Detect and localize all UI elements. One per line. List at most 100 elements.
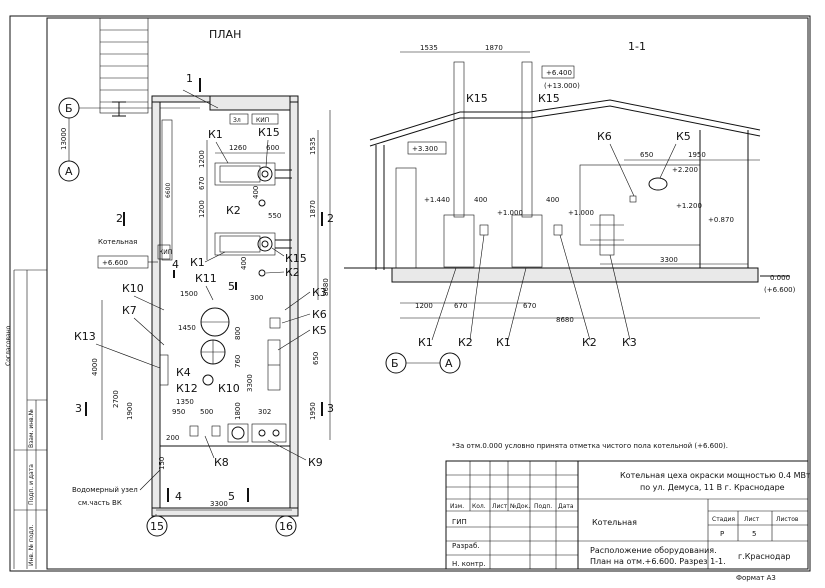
plan-dim-600: 600 xyxy=(266,144,279,152)
plan-dim-1870: 1870 xyxy=(309,200,317,218)
plan-tag-k3: К3 xyxy=(312,286,327,299)
plan-dim-550: 550 xyxy=(268,212,281,220)
boiler-room-walls xyxy=(151,95,299,517)
plan-dim-1950: 1950 xyxy=(309,402,317,420)
sec-stack-k15-right xyxy=(521,61,533,218)
plan-tag-k15-bottom: К15 xyxy=(285,252,307,265)
stamp-stage-value: Р xyxy=(720,530,724,538)
plan-tag-k2-bottom: К2 xyxy=(285,266,300,279)
plan-tag-k8: К8 xyxy=(214,456,229,469)
section-mark-3-right: 3 xyxy=(327,402,334,415)
stamp-sheet-title-1: Расположение оборудования. xyxy=(590,546,717,555)
stamp-header-kol: Кол. xyxy=(472,503,486,510)
axis-bubble-15 xyxy=(146,515,168,537)
stamp-project-title-2: по ул. Демуса, 11 В г. Краснодаре xyxy=(640,483,785,492)
axis-15-label: 15 xyxy=(150,520,164,533)
sec-tag-k2-right: К2 xyxy=(582,336,597,349)
plan-dim-1535: 1535 xyxy=(309,137,317,155)
plan-tag-k5: К5 xyxy=(312,324,327,337)
sec-tag-k5: К5 xyxy=(676,130,691,143)
plan-tag-k1-top: К1 xyxy=(208,128,223,141)
sec-mark-3300: +3.300 xyxy=(412,145,438,153)
stamp-header-izm: Изм. xyxy=(450,503,464,510)
axis-bubble-16 xyxy=(275,515,297,537)
plan-dim-650: 650 xyxy=(312,352,320,365)
plan-dim-3300: 3300 xyxy=(210,500,228,508)
sec-axis-a-label: А xyxy=(445,357,453,370)
label-kip: КИП xyxy=(256,117,269,124)
plan-dim-4000: 4000 xyxy=(91,358,99,376)
box-kip-2 xyxy=(157,244,171,260)
stamp-stage-label: Стадия xyxy=(712,516,735,523)
plan-unit-k12 xyxy=(202,374,214,386)
plan-dim-670: 670 xyxy=(198,177,206,190)
label-kip-2: КИП xyxy=(159,249,172,256)
label-za: Зл xyxy=(233,117,241,124)
plan-tag-k7: К7 xyxy=(122,304,137,317)
section-mark-5-top: 5 xyxy=(228,280,235,293)
sec-tag-k6: К6 xyxy=(597,130,612,143)
plan-view: ПЛАН Б А 13000 xyxy=(58,17,334,537)
plan-dim-800: 800 xyxy=(234,327,242,340)
sheet-outer-frame xyxy=(9,15,811,572)
plan-unit-k8-a xyxy=(189,425,199,437)
sec-dim-400-a: 400 xyxy=(474,196,487,204)
plan-dim-760: 760 xyxy=(234,355,242,368)
sec-mark-13000: (+13.000) xyxy=(544,82,580,90)
stamp-format: Формат А3 xyxy=(736,574,776,582)
sec-mark-6400: +6.400 xyxy=(546,69,572,77)
water-node-label-2: см.часть ВК xyxy=(78,499,122,507)
plan-dim-3300-vert: 3300 xyxy=(246,374,254,392)
sec-boiler-k1-left xyxy=(443,214,475,268)
sec-dim-1950: 1950 xyxy=(688,151,706,159)
side-stamp: Согласовано Взам. инв.№ Подп. и дата Инв… xyxy=(5,269,47,569)
boiler-2-plan xyxy=(214,232,292,256)
plan-dim-1260: 1260 xyxy=(229,144,247,152)
plan-tag-k15-top: К15 xyxy=(258,126,280,139)
sec-dim-1535: 1535 xyxy=(420,44,438,52)
sec-dim-400-b: 400 xyxy=(546,196,559,204)
level-mark-plan: +6.600 xyxy=(102,259,128,267)
stamp-sheets-label: Листов xyxy=(776,516,799,523)
sec-dim-1200: 1200 xyxy=(415,302,433,310)
water-node-label-1: Водомерный узел xyxy=(72,486,138,494)
sec-tag-k15-left: К15 xyxy=(466,92,488,105)
sec-mark-1200: +1.200 xyxy=(676,202,702,210)
vertical-panel-text: 6600 xyxy=(165,183,172,198)
plan-tag-k4: К4 xyxy=(176,366,191,379)
plan-unit-k8-b xyxy=(211,425,221,437)
sec-boiler-k1-right xyxy=(511,214,543,268)
axis-b-label: Б xyxy=(65,102,73,115)
plan-tag-k6: К6 xyxy=(312,308,327,321)
sec-tag-k3: К3 xyxy=(622,336,637,349)
side-cell-agreed: Согласовано xyxy=(5,325,12,366)
stamp-project-title-1: Котельная цеха окраски мощностью 0.4 МВт xyxy=(620,471,811,480)
sec-unit-k3 xyxy=(599,214,615,256)
plan-tag-k11: К11 xyxy=(195,272,217,285)
box-za xyxy=(229,113,249,125)
sec-stack-k15-left xyxy=(453,61,465,218)
stamp-object-name: Котельная xyxy=(592,518,637,527)
box-kip xyxy=(251,113,279,125)
plan-dim-1350: 1350 xyxy=(176,398,194,406)
sec-dim-3300: 3300 xyxy=(660,256,678,264)
axis-16-label: 16 xyxy=(279,520,293,533)
sec-mark-0000: 0.000 xyxy=(770,274,790,282)
sec-tag-k1-left: К1 xyxy=(418,336,433,349)
sec-dim-1870: 1870 xyxy=(485,44,503,52)
title-block: Изм. Кол. Лист №Док. Подп. Дата ГИП Разр… xyxy=(445,460,811,570)
sec-tag-k1-right: К1 xyxy=(496,336,511,349)
stamp-role-norm-control: Н. контр. xyxy=(452,560,486,568)
sec-dim-650: 650 xyxy=(640,151,653,159)
plan-tag-k9: К9 xyxy=(308,456,323,469)
sec-mark-6600: (+6.600) xyxy=(764,286,796,294)
sec-dim-670-b: 670 xyxy=(523,302,536,310)
sec-pump-k2-right xyxy=(553,224,563,236)
sec-mark-0870: +0.870 xyxy=(708,216,734,224)
stamp-header-date: Дата xyxy=(558,503,574,510)
section-view: 1-1 1535 1870 К15 К15 +6.400 (+13.000) +… xyxy=(344,40,796,450)
sec-mark-1000-a: +1.000 xyxy=(497,209,523,217)
section-mark-4-top: 4 xyxy=(172,258,179,271)
axis-a-label: А xyxy=(65,165,73,178)
